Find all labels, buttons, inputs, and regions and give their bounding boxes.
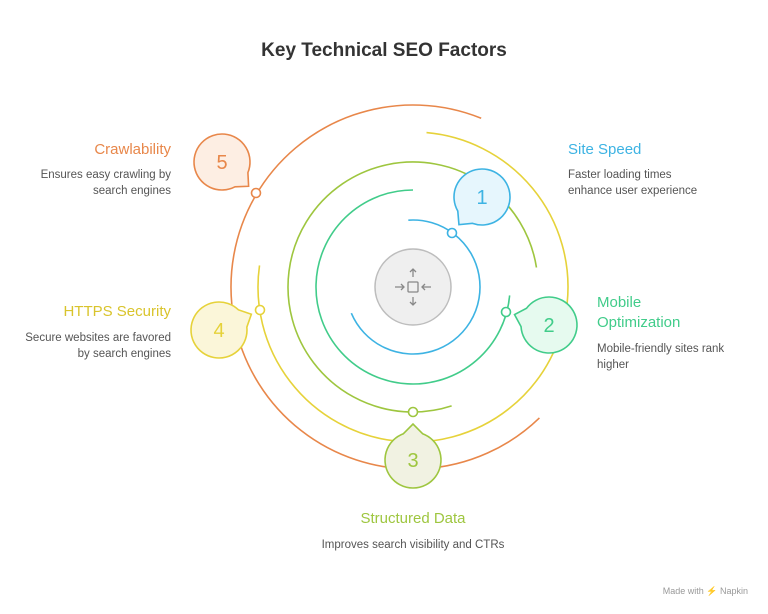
connector-dot-https xyxy=(254,304,266,316)
speech-bubble-mobile xyxy=(513,296,578,354)
factor-desc-mobile: Mobile-friendly sites rank higher xyxy=(597,343,725,371)
page-title: Key Technical SEO Factors xyxy=(261,40,507,61)
napkin-footer: Made with ⚡ Napkin xyxy=(662,586,748,596)
speech-bubble-site-speed xyxy=(453,168,511,226)
factor-number-mobile: 2 xyxy=(543,315,554,337)
connector-dot-crawlability xyxy=(250,187,262,199)
connector-dot-structured-data xyxy=(407,406,419,418)
factor-desc-site-speed: Faster loading times enhance user experi… xyxy=(568,169,698,197)
factor-number-crawlability: 5 xyxy=(216,152,227,174)
factor-desc-https: Secure websites are favored by search en… xyxy=(25,332,171,360)
focus-arrows-icon xyxy=(395,268,431,306)
connector-dot-mobile xyxy=(500,306,512,318)
speech-bubble-https xyxy=(190,301,253,359)
factor-label-crawlability: Crawlability xyxy=(94,141,171,158)
factor-label-structured-data: Structured Data xyxy=(360,510,466,527)
speech-bubble-structured-data xyxy=(384,422,442,489)
factor-desc-crawlability: Ensures easy crawling by search engines xyxy=(40,169,171,197)
connector-dot-site-speed xyxy=(446,227,458,239)
factor-number-https: 4 xyxy=(213,320,224,342)
factor-label-https: HTTPS Security xyxy=(63,303,171,320)
factor-number-site-speed: 1 xyxy=(476,187,487,209)
factor-label-site-speed: Site Speed xyxy=(568,141,642,158)
factor-number-structured-data: 3 xyxy=(407,450,418,472)
speech-bubble-crawlability xyxy=(193,133,251,191)
ring-mobile xyxy=(315,189,511,385)
factor-label-mobile: Mobile Optimization xyxy=(597,294,681,331)
factor-desc-structured-data: Improves search visibility and CTRs xyxy=(321,539,505,551)
center-circle xyxy=(374,248,452,326)
ring-https xyxy=(257,131,569,443)
